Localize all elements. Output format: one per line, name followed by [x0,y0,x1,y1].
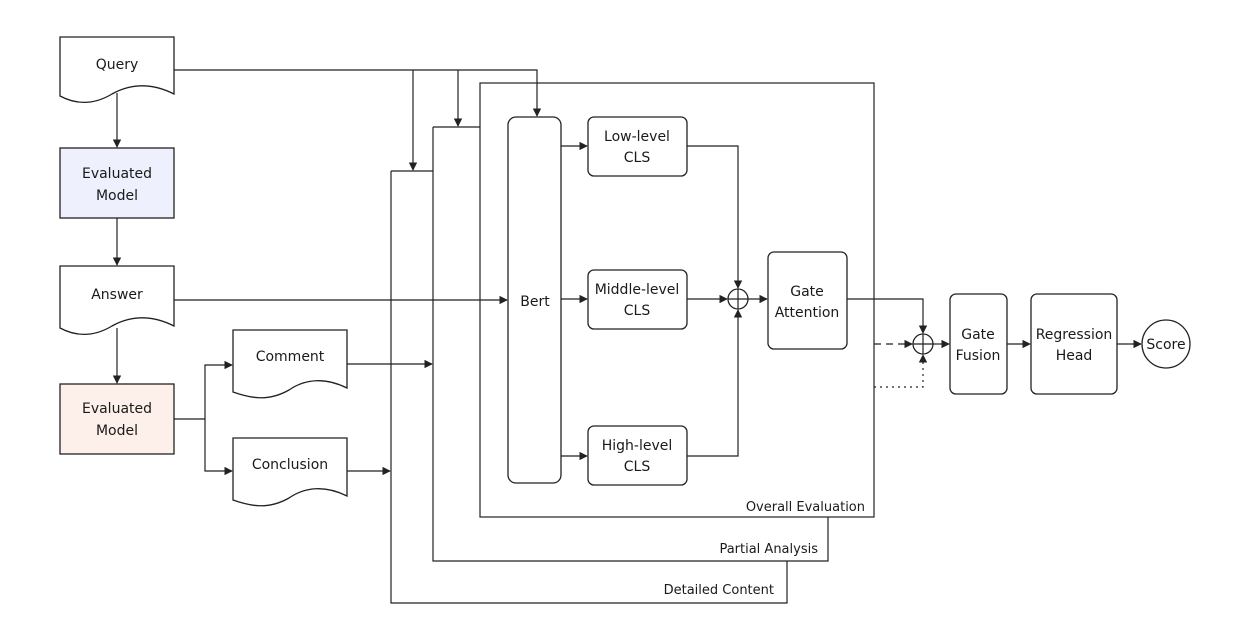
answer-label: Answer [91,287,143,303]
evaluated-model-top-line2: Model [96,188,138,204]
regression-head-line1: Regression [1036,327,1113,343]
middle-cls-line1: Middle-level [595,282,680,298]
conclusion-document: Conclusion [232,437,348,507]
low-level-cls-box: Low-level CLS [587,116,688,177]
evaluated-model-bottom-box [59,383,175,455]
partial-analysis-frame: Partial Analysis [432,127,829,562]
arrow-attention-to-fusion-sum [847,298,928,334]
query-line-main [174,69,542,117]
conclusion-label: Conclusion [252,457,328,473]
overall-evaluation-label: Overall Evaluation [746,500,865,515]
evaluated-model-top: Evaluated Model [59,147,175,219]
regression-head-line2: Head [1056,348,1093,364]
bert-label: Bert [520,294,550,310]
score-label: Score [1146,337,1185,353]
low-cls-line1: Low-level [604,129,670,145]
evaluated-model-bottom-line1: Evaluated [82,401,152,417]
high-cls-line1: High-level [602,438,673,454]
high-cls-line2: CLS [624,459,651,475]
gate-attention-line1: Gate [790,284,824,300]
gate-fusion-box: Gate Fusion [949,293,1008,395]
partial-analysis-label: Partial Analysis [719,542,818,557]
detailed-to-fusion-dotted [874,354,928,388]
sum-node-fusion [912,333,934,355]
arrow-to-conclusion [204,419,233,476]
arrow-high-to-sum [687,309,743,457]
evaluated-model-top-box [59,147,175,219]
connectors [112,69,1142,476]
detailed-content-frame: Detailed Content [390,171,788,604]
gate-attention-box: Gate Attention [767,251,848,350]
high-level-cls-box: High-level CLS [587,425,688,486]
arrow-low-to-sum [687,145,743,289]
comment-label: Comment [256,349,325,365]
middle-level-cls-box: Middle-level CLS [587,269,688,330]
evaluated-model-top-line1: Evaluated [82,166,152,182]
score-node: Score [1141,319,1191,369]
detailed-content-label: Detailed Content [664,583,774,598]
query-label: Query [96,57,139,73]
middle-cls-line2: CLS [624,303,651,319]
gate-fusion-line2: Fusion [956,348,1001,364]
answer-document: Answer [59,265,175,336]
low-cls-line2: CLS [624,150,651,166]
evaluated-model-bottom-line2: Model [96,423,138,439]
comment-document: Comment [232,329,348,399]
gate-fusion-line1: Gate [961,327,995,343]
arrow-to-comment [204,360,233,419]
evaluated-model-bottom: Evaluated Model [59,383,175,455]
bert-block: Bert [507,116,562,484]
regression-head-box: Regression Head [1030,293,1118,395]
gate-attention-line2: Attention [775,305,840,321]
sum-node-cls [727,288,749,310]
query-document: Query [59,36,175,104]
